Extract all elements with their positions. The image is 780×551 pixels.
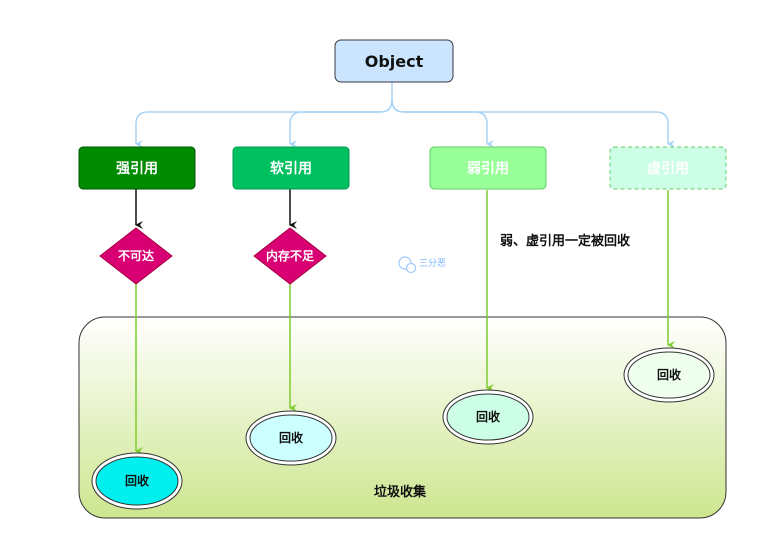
out-of-memory-label: 内存不足	[266, 248, 314, 263]
phantom-reference-box	[609, 146, 727, 190]
gc-area-label: 垃圾收集	[374, 484, 427, 500]
unreachable-label: 不可达	[118, 248, 154, 263]
collected-phantom-label: 回收	[657, 367, 681, 382]
weak-reference-label: 弱引用	[467, 161, 509, 177]
object-node	[334, 39, 454, 83]
object-node-label: Object	[365, 52, 424, 71]
watermark-label: 三分恶	[419, 258, 446, 269]
object-connectors	[135, 82, 675, 148]
soft-reference-box	[232, 146, 350, 190]
soft-reference-label: 软引用	[270, 160, 312, 177]
collect-connectors	[135, 190, 675, 455]
unreachable-diamond	[99, 227, 173, 285]
watermark: 三分恶	[398, 256, 446, 274]
collected-weak-label: 回收	[476, 409, 500, 424]
phantom-reference-label: 虚引用	[647, 160, 689, 177]
strong-reference-box	[78, 146, 196, 190]
collected-strong-label: 回收	[125, 473, 149, 488]
collected-oval-phantom	[623, 347, 715, 403]
diamond-connectors	[135, 189, 297, 229]
collected-oval-weak	[442, 389, 534, 445]
collected-oval-soft	[245, 410, 337, 466]
weak-phantom-note: 弱、虚引用一定被回收	[500, 233, 631, 249]
collected-soft-label: 回收	[279, 430, 303, 445]
weak-reference-box	[429, 146, 547, 190]
collected-oval-strong	[91, 452, 183, 510]
gc-area	[78, 316, 727, 519]
strong-reference-label: 强引用	[116, 161, 158, 177]
out-of-memory-diamond	[253, 227, 327, 285]
